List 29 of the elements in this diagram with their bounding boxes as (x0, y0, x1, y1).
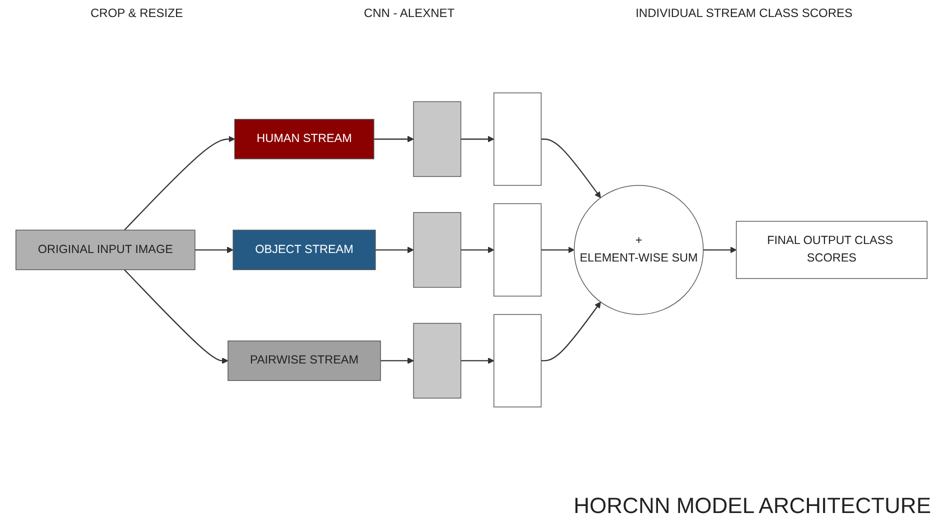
arrow (541, 246, 574, 254)
arrow (460, 358, 494, 364)
arrow (460, 136, 494, 142)
diagram-title: HORCNN MODEL ARCHITECTURE (574, 493, 931, 519)
node-circle: + ELEMENT-WISE SUM (574, 185, 704, 315)
arrow (460, 246, 494, 254)
node-bar (494, 92, 542, 186)
node-box: HUMAN STREAM (234, 119, 374, 160)
arrow (194, 246, 234, 254)
arrow (375, 246, 414, 254)
node-box: PAIRWISE STREAM (228, 340, 381, 381)
node-box (413, 212, 462, 288)
column-heading: INDIVIDUAL STREAM CLASS SCORES (636, 6, 853, 20)
arrow (703, 246, 737, 254)
arrow (124, 269, 228, 364)
arrow (541, 138, 601, 198)
column-heading: CROP & RESIZE (90, 6, 183, 20)
arrow (380, 358, 414, 364)
arrow (124, 136, 235, 231)
node-box: ORIGINAL INPUT IMAGE (16, 230, 196, 270)
node-bar (494, 203, 542, 297)
node-box (413, 101, 462, 177)
node-box (413, 323, 462, 399)
node-box: OBJECT STREAM (232, 230, 376, 270)
arrow (374, 136, 414, 142)
node-bar (494, 314, 542, 408)
column-heading: CNN - ALEXNET (364, 6, 455, 20)
node-box: FINAL OUTPUT CLASS SCORES (736, 221, 928, 279)
arrow (541, 302, 601, 362)
